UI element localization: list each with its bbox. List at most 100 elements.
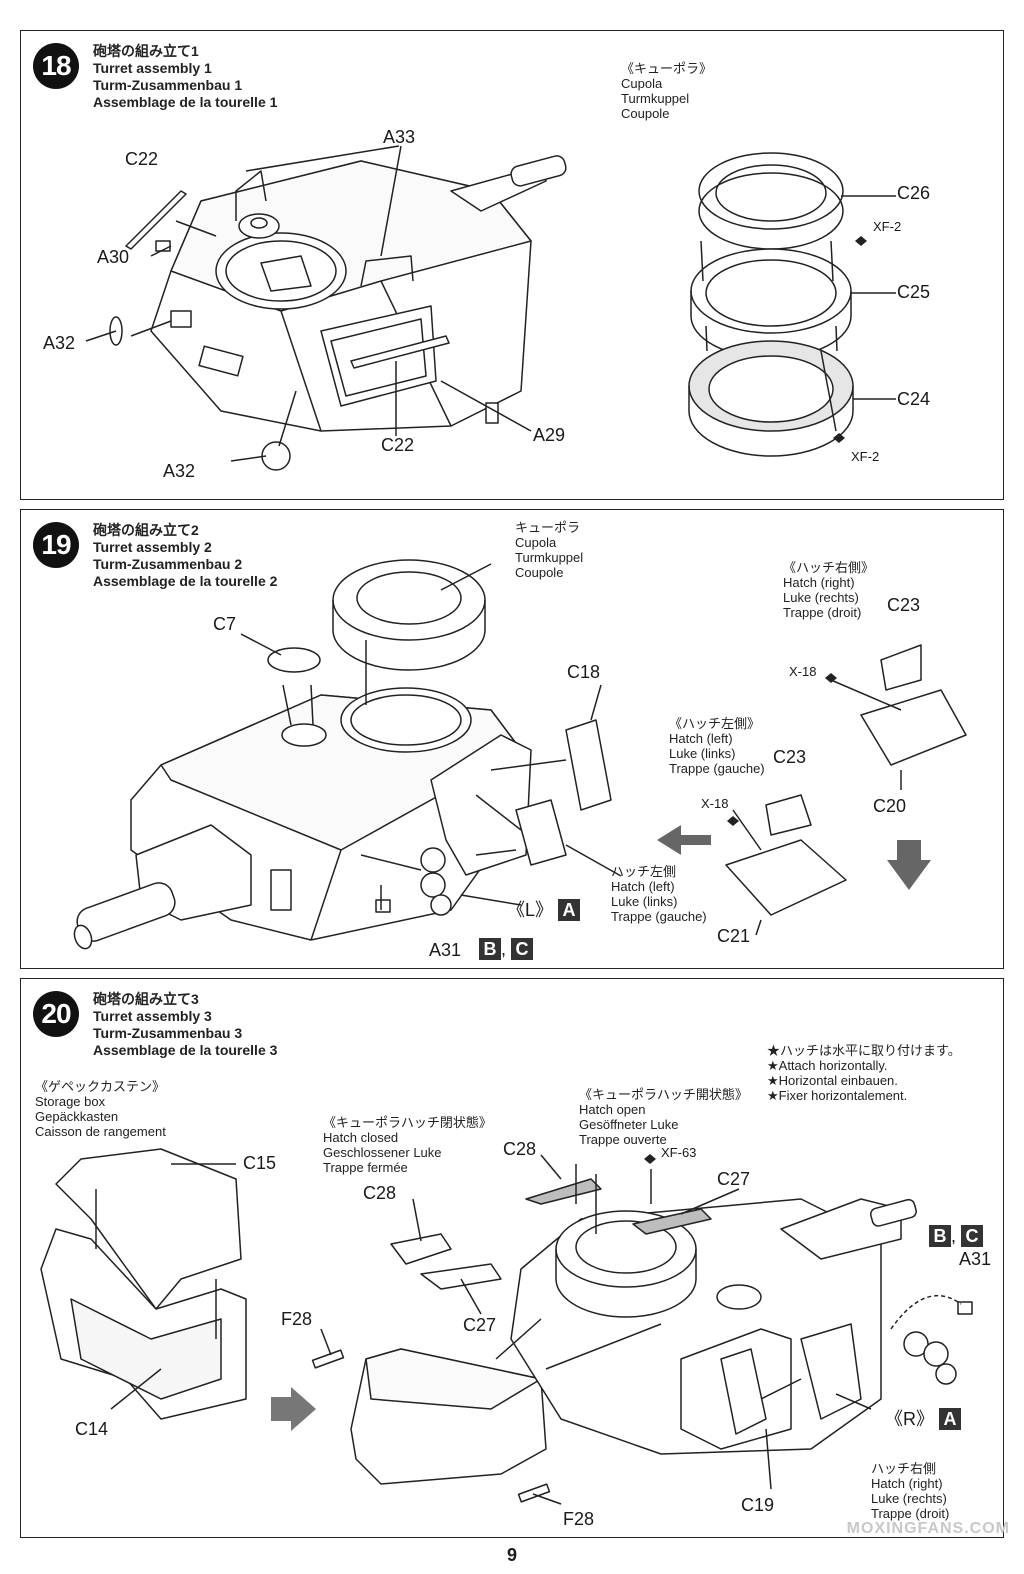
step-20-panel: 20 砲塔の組み立て3 Turret assembly 3 Turm-Zusam… — [20, 978, 1004, 1538]
step-title: 砲塔の組み立て1 Turret assembly 1 Turm-Zusammen… — [93, 43, 277, 111]
note-line: Turmkuppel — [621, 91, 690, 106]
note-line: Trappe (droit) — [783, 605, 862, 620]
separator: , — [501, 939, 507, 959]
label-f28: F28 — [281, 1309, 313, 1329]
label-c7: C7 — [213, 614, 237, 634]
left-side-mark: 《L》 — [507, 900, 554, 920]
turret-assembly-1-drawing — [85, 145, 896, 471]
note-line: ★Attach horizontally. — [767, 1058, 888, 1073]
step-number-badge: 19 — [33, 522, 79, 568]
label-c18: C18 — [567, 662, 601, 682]
label-xf63: XF-63 — [661, 1145, 697, 1160]
cupola-note: キューポラ Cupola Turmkuppel Coupole — [515, 520, 583, 580]
note-line: 《ハッチ左側》 — [669, 716, 761, 731]
label-c28: C28 — [363, 1183, 397, 1203]
note-line: 《キューポラハッチ開状態》 — [579, 1087, 748, 1102]
note-line: Storage box — [35, 1094, 106, 1109]
note-line: Luke (rechts) — [783, 590, 859, 605]
right-side-mark: 《R》 — [885, 1409, 934, 1429]
left-mark: 《L》 A — [507, 896, 581, 922]
note-line: Caisson de rangement — [35, 1124, 166, 1139]
right-mark: 《R》 A — [885, 1405, 962, 1431]
note-line: Coupole — [621, 106, 670, 121]
attach-horizontally-note: ★ハッチは水平に取り付けます。 ★Attach horizontally. ★H… — [767, 1043, 961, 1103]
title-en: Turret assembly 3 — [93, 1008, 212, 1024]
step-number-badge: 20 — [33, 991, 79, 1037]
note-line: Hatch open — [579, 1102, 646, 1117]
label-c28: C28 — [503, 1139, 537, 1159]
label-c23: C23 — [887, 595, 921, 615]
note-line: Hatch (right) — [871, 1476, 943, 1491]
note-line: Geschlossener Luke — [323, 1145, 442, 1160]
hatch-left-note: ハッチ左側 Hatch (left) Luke (links) Trappe (… — [611, 864, 707, 924]
note-line: Coupole — [515, 565, 564, 580]
title-jp: 砲塔の組み立て3 — [93, 991, 199, 1007]
note-line: Hatch (left) — [611, 879, 675, 894]
title-jp: 砲塔の組み立て2 — [93, 522, 199, 538]
title-en: Turret assembly 1 — [93, 60, 212, 76]
note-line: Trappe fermée — [323, 1160, 408, 1175]
title-de: Turm-Zusammenbau 2 — [93, 556, 243, 572]
label-c27: C27 — [717, 1169, 751, 1189]
label-a32: A32 — [43, 333, 76, 353]
note-line: Cupola — [515, 535, 557, 550]
label-c26: C26 — [897, 183, 931, 203]
turret-assembly-2-drawing — [73, 559, 967, 950]
title-fr: Assemblage de la tourelle 3 — [93, 1042, 278, 1058]
note-line: Trappe (gauche) — [669, 761, 765, 776]
label-a32: A32 — [163, 461, 196, 481]
page-number: 9 — [506, 1545, 517, 1565]
step-19-panel: 19 砲塔の組み立て2 Turret assembly 2 Turm-Zusam… — [20, 509, 1004, 969]
hatch-right-note: 《ハッチ右側》 Hatch (right) Luke (rechts) Trap… — [783, 560, 874, 620]
hatch-closed-note: 《キューポラハッチ閉状態》 Hatch closed Geschlossener… — [323, 1115, 492, 1175]
label-c19: C19 — [741, 1495, 775, 1515]
label-c24: C24 — [897, 389, 931, 409]
note-line: ★Fixer horizontalement. — [767, 1088, 908, 1103]
note-line: Trappe (gauche) — [611, 909, 707, 924]
label-x18: X-18 — [701, 796, 729, 811]
note-line: 《ハッチ右側》 — [783, 560, 875, 575]
note-line: ハッチ左側 — [611, 864, 677, 879]
label-x18: X-18 — [789, 664, 817, 679]
sprue-marks-bc: B, C — [479, 938, 534, 960]
turret-assembly-3-drawing — [40, 1148, 973, 1505]
label-a33: A33 — [383, 127, 416, 147]
sprue-box-a: A — [939, 1408, 962, 1430]
label-xf2: XF-2 — [873, 219, 902, 234]
sprue-box-b: B — [479, 938, 501, 960]
label-c20: C20 — [873, 796, 907, 816]
sprue-box-b: B — [929, 1225, 951, 1247]
step-title: 砲塔の組み立て2 Turret assembly 2 Turm-Zusammen… — [93, 522, 277, 590]
note-line: Gepäckkasten — [35, 1109, 119, 1124]
label-xf2: XF-2 — [851, 449, 880, 464]
label-a31: A31 — [959, 1249, 992, 1269]
note-line: Hatch closed — [323, 1130, 399, 1145]
note-line: ★ハッチは水平に取り付けます。 — [767, 1043, 961, 1058]
sprue-box-c: C — [961, 1225, 984, 1247]
label-a31: A31 — [429, 940, 462, 960]
note-line: 《キューポラ》 — [621, 61, 713, 76]
title-en: Turret assembly 2 — [93, 539, 212, 555]
note-line: 《ゲペックカステン》 — [35, 1079, 166, 1094]
note-line: キューポラ — [515, 520, 581, 535]
note-line: Cupola — [621, 76, 663, 91]
note-line: Hatch (left) — [669, 731, 733, 746]
sprue-box-c: C — [511, 938, 534, 960]
title-fr: Assemblage de la tourelle 2 — [93, 573, 278, 589]
label-a30: A30 — [97, 247, 130, 267]
watermark-text: MOXINGFANS.COM — [846, 1520, 1010, 1537]
note-line: Trappe ouverte — [579, 1132, 667, 1147]
note-line: Gesöffneter Luke — [579, 1117, 679, 1132]
label-f28: F28 — [563, 1509, 595, 1529]
step-title: 砲塔の組み立て3 Turret assembly 3 Turm-Zusammen… — [93, 991, 277, 1059]
note-line: Hatch (right) — [783, 575, 855, 590]
sprue-box-a: A — [558, 899, 581, 921]
note-line: Luke (links) — [611, 894, 678, 909]
note-line: ハッチ右側 — [871, 1461, 937, 1476]
title-de: Turm-Zusammenbau 3 — [93, 1025, 243, 1041]
note-line: 《キューポラハッチ閉状態》 — [323, 1115, 492, 1130]
label-c21: C21 — [717, 926, 751, 946]
hatch-right-note: ハッチ右側 Hatch (right) Luke (rechts) Trappe… — [871, 1461, 949, 1521]
hatch-open-note: 《キューポラハッチ開状態》 Hatch open Gesöffneter Luk… — [579, 1087, 748, 1147]
label-c25: C25 — [897, 282, 931, 302]
